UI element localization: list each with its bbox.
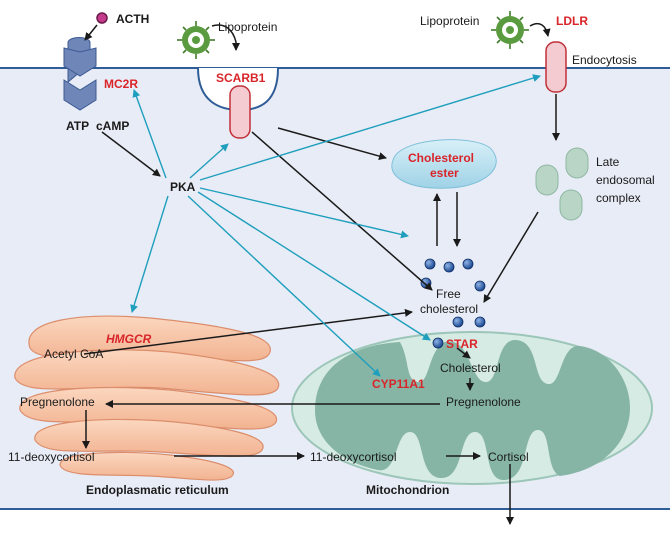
late-endosomal-label-1: Late [596, 155, 620, 169]
late-endosomal-label-3: complex [596, 191, 641, 205]
lipoprotein-label-1: Lipoprotein [218, 20, 277, 34]
hmgcr-label: HMGCR [106, 332, 152, 346]
free-cholesterol-dots [420, 258, 486, 349]
atp-label: ATP [66, 119, 89, 133]
cortisol-label: Cortisol [488, 450, 529, 464]
endoplasmic-reticulum [14, 315, 280, 481]
camp-label: cAMP [96, 119, 129, 133]
mc2r-label: MC2R [104, 77, 138, 91]
ldlr-label: LDLR [556, 14, 588, 28]
mc2r-receptor-icon [63, 37, 97, 111]
teal-arrows [130, 74, 541, 377]
deoxycortisol-mito-label: 11-deoxycortisol [310, 450, 396, 464]
cholesterol-ester-label-2: ester [430, 166, 459, 180]
free-cholesterol-label-2: cholesterol [420, 302, 478, 316]
deoxycortisol-er-label: 11-deoxycortisol [8, 450, 94, 464]
star-label: STAR [446, 337, 478, 351]
er-title: Endoplasmatic reticulum [86, 483, 229, 497]
late-endosomal-label-2: endosomal [596, 173, 655, 187]
acth-ligand-icon [96, 12, 108, 24]
cholesterol-ester-droplet [391, 139, 497, 189]
cholesterol-ester-label-1: Cholesterol [408, 151, 474, 165]
endocytosis-label: Endocytosis [572, 53, 637, 67]
lipoprotein-icon-1 [177, 21, 215, 59]
mito-title: Mitochondrion [366, 483, 449, 497]
cholesterol-label: Cholesterol [440, 361, 501, 375]
ldlr-receptor-icon [545, 41, 567, 93]
scarb1-receptor-icon [229, 85, 251, 139]
acth-label: ACTH [116, 12, 149, 26]
black-arrows [82, 22, 560, 525]
pregnenolone-er-label: Pregnenolone [20, 395, 95, 409]
lipoprotein-label-2: Lipoprotein [420, 14, 479, 28]
pregnenolone-mito-label: Pregnenolone [446, 395, 521, 409]
scarb1-label: SCARB1 [216, 71, 266, 85]
mitochondrion [291, 331, 653, 485]
lipoprotein-icon-2 [491, 11, 529, 49]
cyp11a1-label: CYP11A1 [372, 377, 425, 391]
acetyl-coa-label: Acetyl CoA [44, 347, 103, 361]
free-cholesterol-label-1: Free [436, 287, 461, 301]
late-endosomal-complex [535, 147, 589, 221]
pka-label: PKA [170, 180, 196, 194]
